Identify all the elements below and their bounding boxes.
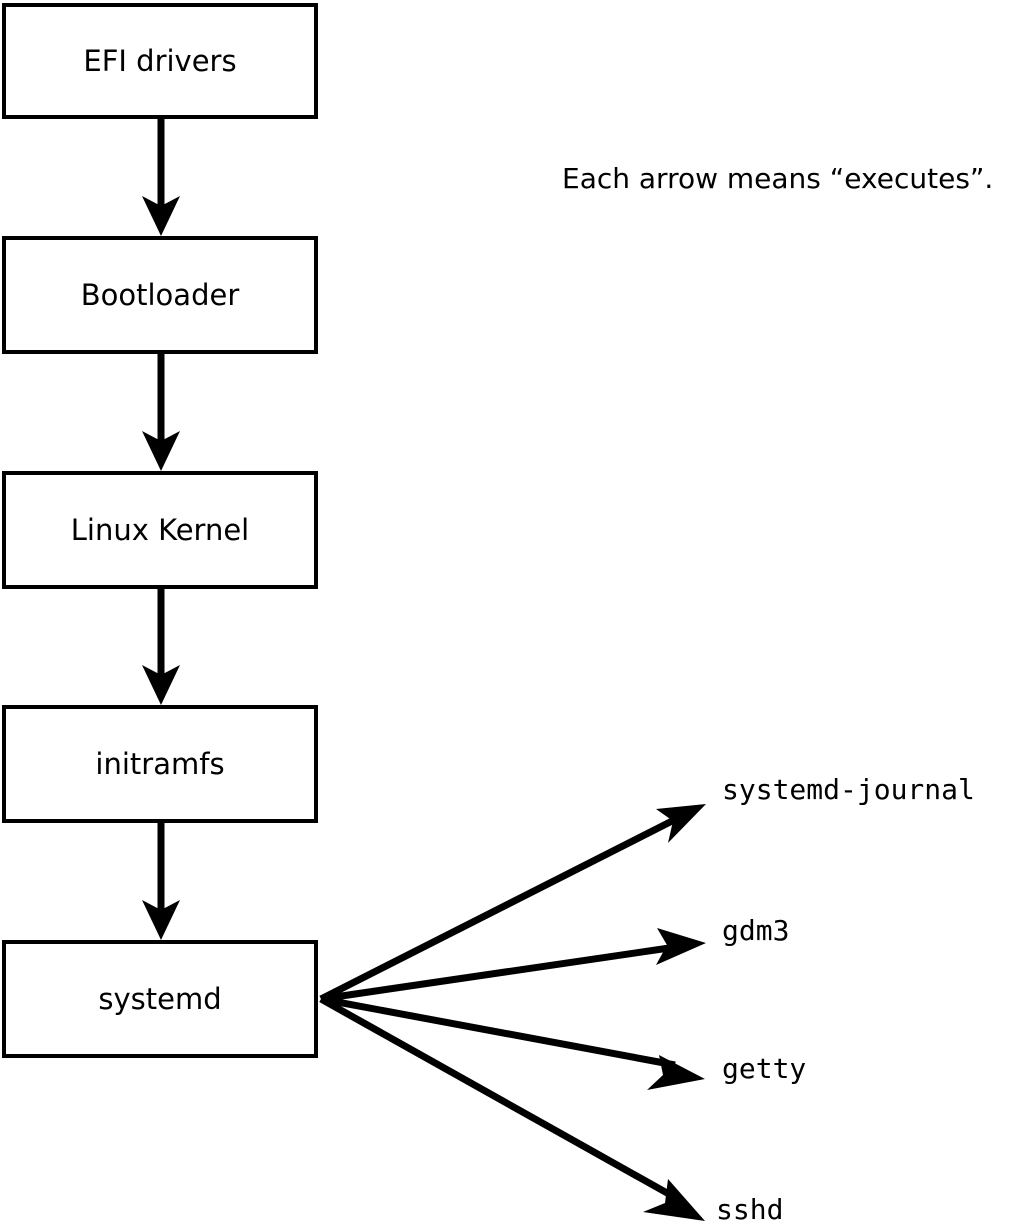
leaf-label-getty[interactable]: getty [722, 1052, 807, 1085]
node-label-linux-kernel: Linux Kernel [70, 512, 250, 547]
node-efi-drivers[interactable]: EFI drivers [2, 3, 318, 119]
node-label-systemd: systemd [98, 981, 222, 1016]
node-initramfs[interactable]: initramfs [2, 705, 318, 823]
node-label-efi-drivers: EFI drivers [83, 43, 237, 78]
chain-arrow-bootloader-to-kernel [142, 354, 180, 471]
chain-arrow-initramfs-to-systemd [142, 823, 180, 940]
node-bootloader[interactable]: Bootloader [2, 236, 318, 354]
leaf-label-systemd-journal[interactable]: systemd-journal [722, 773, 975, 806]
diagram-caption: Each arrow means “executes”. [562, 162, 994, 195]
node-label-initramfs: initramfs [95, 746, 225, 781]
chain-arrow-efi-to-bootloader [142, 119, 180, 236]
fanout-arrow-systemd-journal [319, 804, 706, 1003]
leaf-label-sshd[interactable]: sshd [716, 1193, 784, 1226]
fanout-arrow-getty [320, 995, 705, 1090]
node-linux-kernel[interactable]: Linux Kernel [2, 471, 318, 589]
leaf-label-gdm3[interactable]: gdm3 [722, 914, 790, 947]
node-systemd[interactable]: systemd [2, 940, 318, 1058]
node-label-bootloader: Bootloader [80, 277, 240, 312]
fanout-arrow-sshd [319, 995, 705, 1221]
chain-arrow-kernel-to-initramfs [142, 589, 180, 705]
fanout-arrow-gdm3 [320, 928, 706, 1003]
